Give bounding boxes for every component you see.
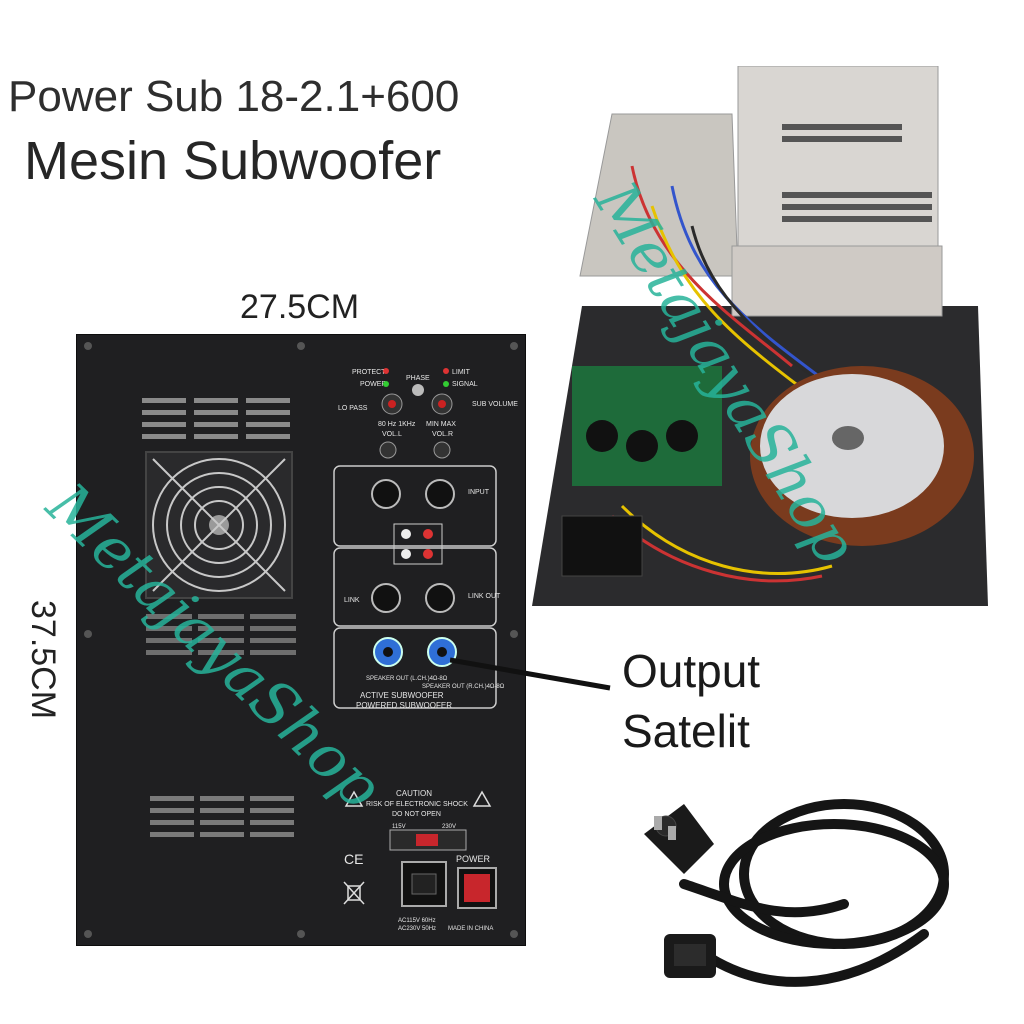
input-label: INPUT — [468, 489, 490, 496]
caution-label: CAUTION — [396, 789, 432, 798]
internal-view-photo — [532, 66, 988, 606]
limit-label: LIMIT — [452, 369, 471, 376]
power-switch-label: POWER — [456, 854, 491, 864]
made-in-label: MADE IN CHINA — [448, 926, 493, 932]
amplifier-panel: PROTECT POWER PHASE LIMIT SIGNAL LO PASS… — [76, 334, 526, 946]
vol-r-label: VOL.R — [432, 431, 453, 438]
power-cable-photo — [644, 799, 949, 987]
product-title: Power Sub 18-2.1+600 — [8, 72, 460, 121]
protect-label: PROTECT — [352, 369, 386, 376]
speaker-out-l-label: SPEAKER OUT (L.CH.)4Ω-8Ω — [366, 676, 448, 682]
sub-volume-label: SUB VOLUME — [472, 401, 518, 408]
weee-bin-icon — [343, 881, 365, 905]
lo-pass-label: LO PASS — [338, 405, 368, 412]
ac-rating2: AC230V 50Hz — [398, 926, 436, 932]
do-not-open-label: DO NOT OPEN — [392, 811, 441, 818]
ce-mark: CE — [344, 851, 363, 867]
speaker-out-r-label: SPEAKER OUT (R.CH.)4Ω-8Ω — [422, 684, 505, 690]
min-max-label: MIN MAX — [426, 421, 456, 428]
power-led-label: POWER — [360, 381, 386, 388]
link-label: LINK — [344, 597, 360, 604]
risk-label: RISK OF ELECTRONIC SHOCK — [366, 801, 468, 808]
ac-rating1: AC115V 60Hz — [398, 918, 436, 924]
vol-l-label: VOL.L — [382, 431, 402, 438]
callout-output: Output — [622, 645, 761, 697]
freq-range-label: 80 Hz 1KHz — [378, 421, 416, 428]
callout-pointer — [450, 657, 611, 691]
active-sub-label: ACTIVE SUBWOOFER — [360, 691, 444, 700]
fan-grille — [145, 451, 293, 599]
product-subtitle: Mesin Subwoofer — [24, 131, 442, 191]
callout-satelit: Satelit — [622, 705, 750, 757]
v230-label: 230V — [442, 824, 456, 830]
link-out-label: LINK OUT — [468, 593, 501, 600]
phase-label: PHASE — [406, 375, 430, 382]
width-label: 27.5CM — [240, 288, 360, 326]
signal-label: SIGNAL — [452, 381, 478, 388]
height-label: 37.5CM — [24, 600, 62, 720]
v115-label: 115V — [392, 824, 406, 830]
powered-sub-label: POWERED SUBWOOFER — [356, 701, 452, 710]
